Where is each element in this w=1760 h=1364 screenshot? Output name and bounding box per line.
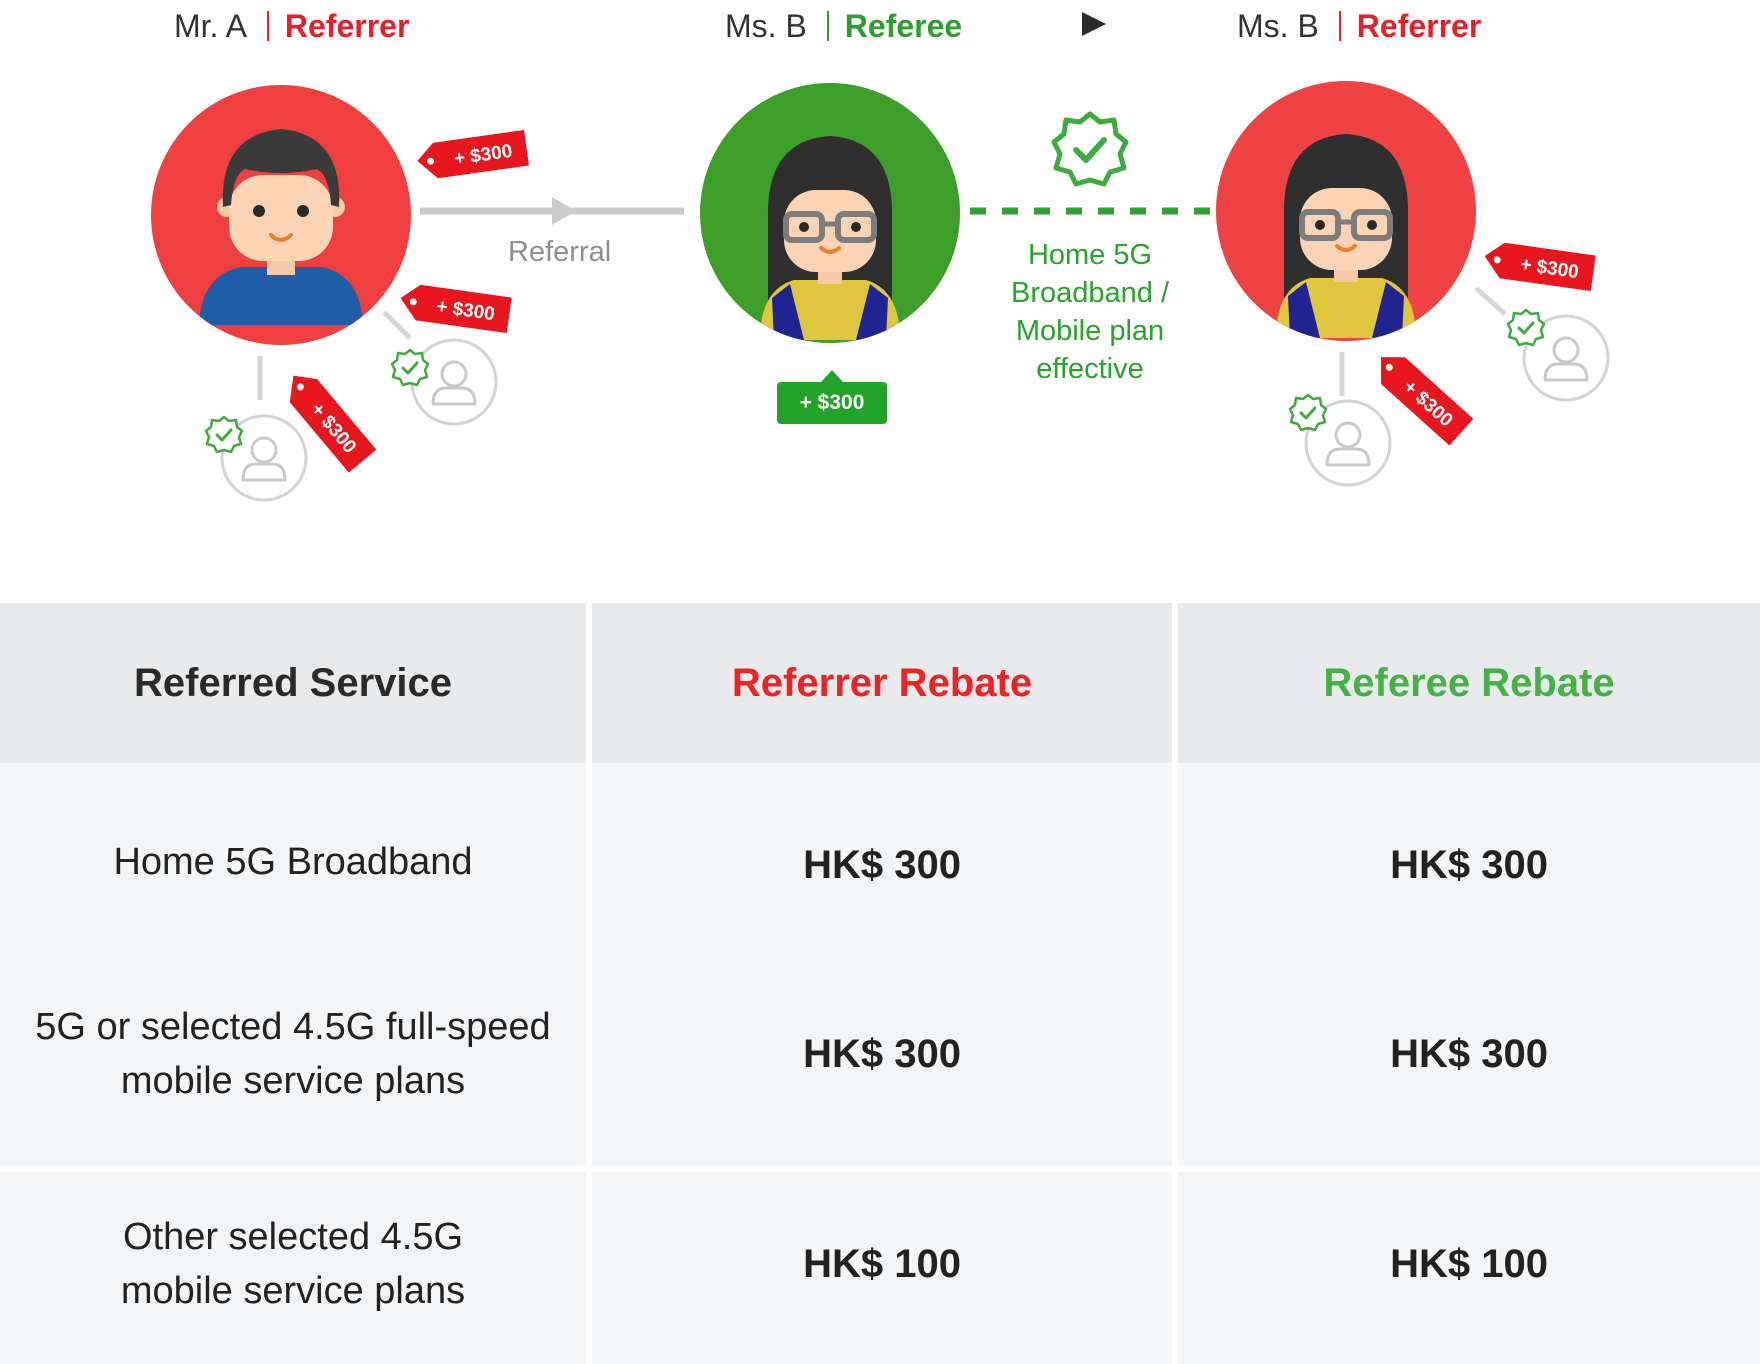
label-divider (1338, 10, 1341, 41)
ms-b-referee-label: Ms. B Referee (725, 4, 962, 48)
effective-caption-line: effective (1036, 353, 1144, 385)
ms-b-referee-role: Referee (844, 8, 963, 44)
table-row-service: 5G or selected 4.5G full-speed mobile se… (0, 966, 586, 1166)
referral-caption: Referral (508, 236, 612, 268)
service-line: 5G or selected 4.5G full-speed (35, 1006, 551, 1048)
effective-caption: Home 5G Broadband / Mobile plan effectiv… (990, 236, 1190, 388)
ms-b-referee-avatar (700, 83, 960, 343)
play-arrow-icon (1082, 12, 1106, 36)
table-row-referee-value: HK$ 100 (1178, 1172, 1760, 1364)
referral-arrow (420, 197, 684, 225)
referee-bonus-label: + $300 (799, 391, 865, 414)
referee-bonus-badge: + $300 (777, 366, 887, 424)
price-tag-icon: + $300 (397, 282, 512, 338)
table-row-referee-value: HK$ 300 (1178, 966, 1760, 1166)
header-referred-service: Referred Service (0, 603, 586, 763)
service-line: Other selected 4.5G (122, 1216, 464, 1258)
table-row-referrer-value: HK$ 300 (592, 966, 1172, 1166)
ms-b-referrer-avatar (1216, 81, 1476, 341)
connector-line (382, 310, 412, 340)
label-divider (826, 10, 829, 41)
price-tag-icon: + $300 (1481, 240, 1596, 296)
rebate-table: Referred Service Referrer Rebate Referee… (0, 603, 1760, 1364)
mr-a-label: Mr. A Referrer (174, 4, 409, 48)
header-referee-rebate: Referee Rebate (1178, 603, 1760, 763)
service-line: Home 5G Broadband (113, 840, 473, 883)
service-line: mobile service plans (120, 1270, 466, 1312)
referral-diagram (151, 12, 1610, 502)
label-divider (266, 10, 269, 41)
header-referrer-rebate: Referrer Rebate (592, 603, 1172, 763)
price-tag-icon: + $300 (415, 129, 530, 186)
table-row-referee-value: HK$ 300 (1178, 763, 1760, 966)
effective-caption-line: Broadband / (1010, 277, 1169, 309)
mr-a-avatar (151, 85, 411, 345)
ms-b-name-2: Ms. B (1237, 8, 1319, 44)
user-icon (410, 338, 498, 426)
effective-caption-line: Home 5G (1027, 239, 1153, 271)
mr-a-role: Referrer (284, 8, 410, 44)
ms-b-referrer-label: Ms. B Referrer (1237, 4, 1481, 48)
ms-b-referrer-role: Referrer (1356, 8, 1482, 44)
table-row-referrer-value: HK$ 300 (592, 763, 1172, 966)
effective-caption-line: Mobile plan (1015, 315, 1165, 347)
table-row-service: Home 5G Broadband (0, 763, 586, 966)
ms-b-name: Ms. B (725, 8, 807, 44)
connector-line (1474, 286, 1507, 316)
check-badge-icon (1051, 111, 1129, 187)
service-line: mobile service plans (120, 1060, 466, 1102)
table-row-referrer-value: HK$ 100 (592, 1172, 1172, 1364)
table-row-service: Other selected 4.5G mobile service plans (0, 1172, 586, 1364)
mr-a-name: Mr. A (174, 8, 247, 44)
